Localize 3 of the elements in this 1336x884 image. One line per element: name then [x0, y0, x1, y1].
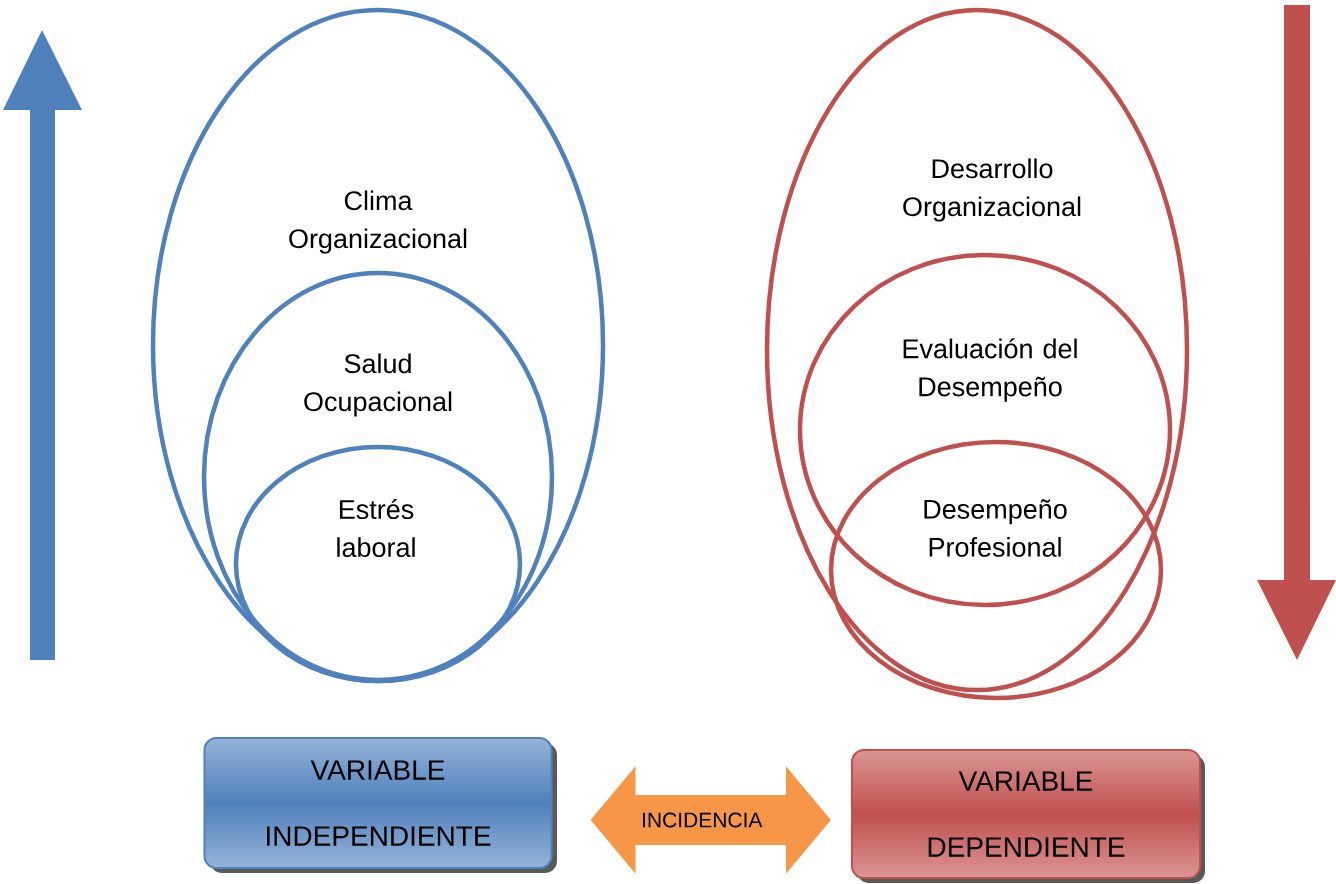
- edge-label: INCIDENCIA: [643, 812, 763, 828]
- variable-box: VARIABLE INDEPENDIENTE: [203, 737, 553, 869]
- variable-box: VARIABLE DEPENDIENTE: [851, 749, 1201, 879]
